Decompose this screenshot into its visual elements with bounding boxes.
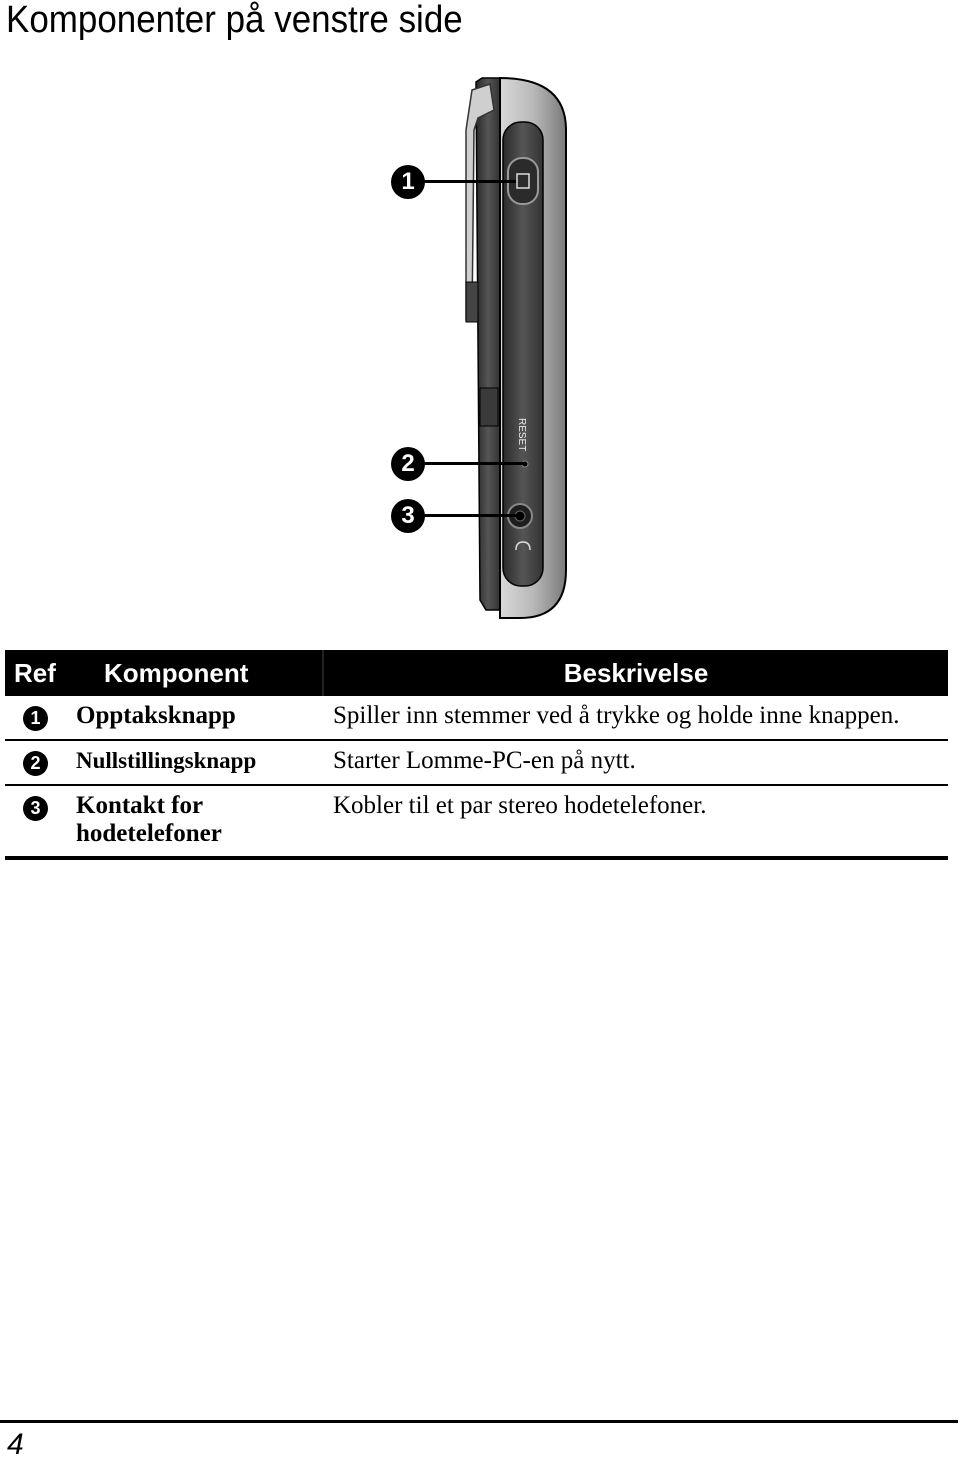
callout-1-leader xyxy=(424,180,516,183)
header-ref: Ref xyxy=(5,650,76,696)
table-header-row: Ref Komponent Beskrivelse xyxy=(5,650,948,696)
header-component: Komponent xyxy=(76,650,324,696)
table-row: 1 Opptaksknapp Spiller inn stemmer ved å… xyxy=(5,696,948,741)
callout-2: 2 xyxy=(391,447,425,481)
ref-badge: 2 xyxy=(23,751,48,776)
callout-3: 3 xyxy=(391,499,425,533)
component-name: Opptaksknapp xyxy=(76,696,323,741)
component-description: Starter Lomme-PC-en på nytt. xyxy=(323,740,948,786)
component-description: Spiller inn stemmer ved å trykke og hold… xyxy=(323,696,948,741)
reset-label: RESET xyxy=(516,418,527,451)
component-table: Ref Komponent Beskrivelse 1 Opptaksknapp… xyxy=(5,650,948,860)
component-name: Kontakt for hodetelefoner xyxy=(76,785,323,860)
ref-badge: 3 xyxy=(23,796,48,821)
callout-2-leader xyxy=(424,462,524,465)
page-title: Komponenter på venstre side xyxy=(6,0,463,41)
callout-3-leader xyxy=(424,514,518,517)
device-left-side-illustration: RESET xyxy=(465,76,567,619)
headphone-icon xyxy=(515,541,531,551)
page-number: 4 xyxy=(7,1428,24,1461)
device-figure: RESET 1 2 3 xyxy=(0,70,960,630)
callout-1: 1 xyxy=(391,165,425,199)
table-row: 2 Nullstillingsknapp Starter Lomme-PC-en… xyxy=(5,740,948,786)
table-row: 3 Kontakt for hodetelefoner Kobler til e… xyxy=(5,785,948,860)
header-description: Beskrivelse xyxy=(323,650,948,696)
component-name: Nullstillingsknapp xyxy=(76,740,323,786)
ref-badge: 1 xyxy=(23,706,48,731)
footer-rule xyxy=(0,1420,958,1423)
component-description: Kobler til et par stereo hodetelefoner. xyxy=(323,785,948,860)
